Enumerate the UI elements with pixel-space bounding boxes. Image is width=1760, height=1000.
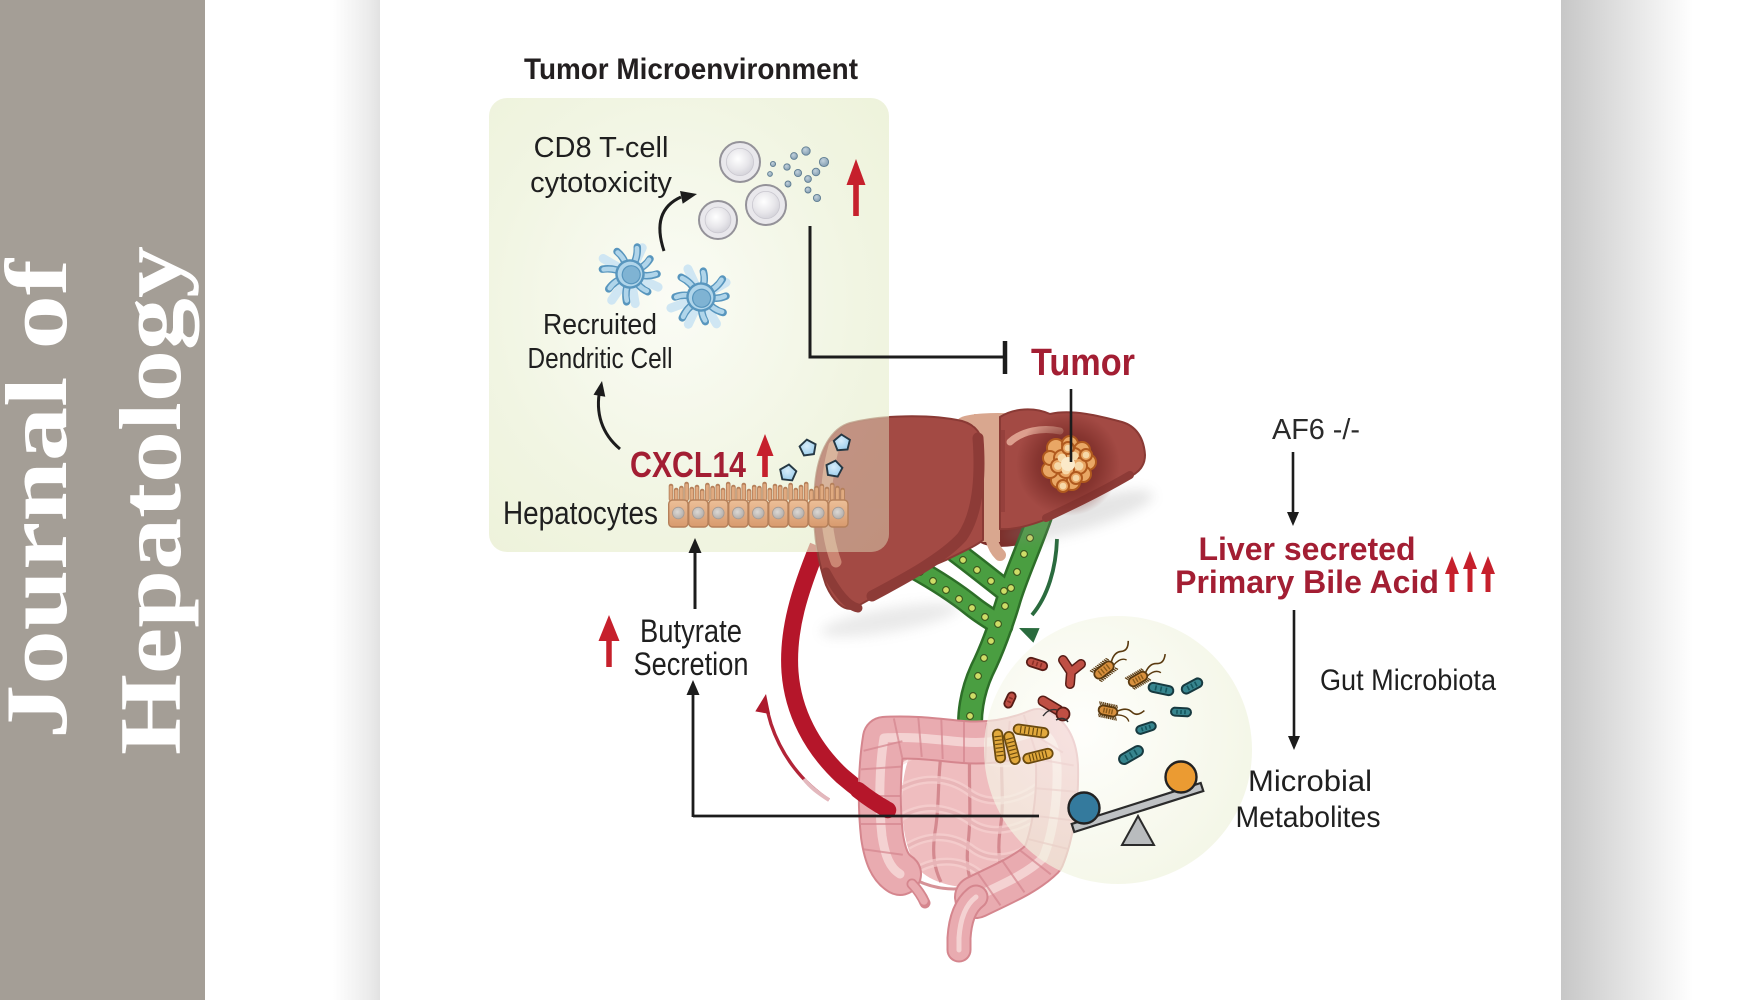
svg-text:Metabolites: Metabolites	[1236, 801, 1381, 834]
svg-text:Journal of: Journal of	[0, 257, 86, 739]
svg-text:Tumor Microenvironment: Tumor Microenvironment	[524, 53, 858, 86]
svg-text:Gut Microbiota: Gut Microbiota	[1320, 664, 1496, 697]
svg-text:Microbial: Microbial	[1248, 765, 1372, 798]
svg-text:cytotoxicity: cytotoxicity	[530, 167, 672, 199]
svg-text:Hepatology: Hepatology	[103, 246, 200, 755]
svg-text:Dendritic Cell: Dendritic Cell	[528, 343, 673, 375]
svg-text:Hepatocytes: Hepatocytes	[503, 495, 658, 531]
svg-text:AF6 -/-: AF6 -/-	[1272, 414, 1360, 446]
svg-text:CD8 T-cell: CD8 T-cell	[534, 132, 669, 164]
svg-text:Tumor: Tumor	[1031, 342, 1135, 384]
svg-text:CXCL14: CXCL14	[630, 444, 746, 485]
svg-text:Secretion: Secretion	[634, 646, 749, 682]
svg-text:Liver secreted: Liver secreted	[1198, 531, 1415, 567]
svg-text:Recruited: Recruited	[543, 309, 657, 341]
svg-text:Butyrate: Butyrate	[640, 613, 742, 649]
svg-text:Primary Bile Acid: Primary Bile Acid	[1175, 564, 1439, 600]
